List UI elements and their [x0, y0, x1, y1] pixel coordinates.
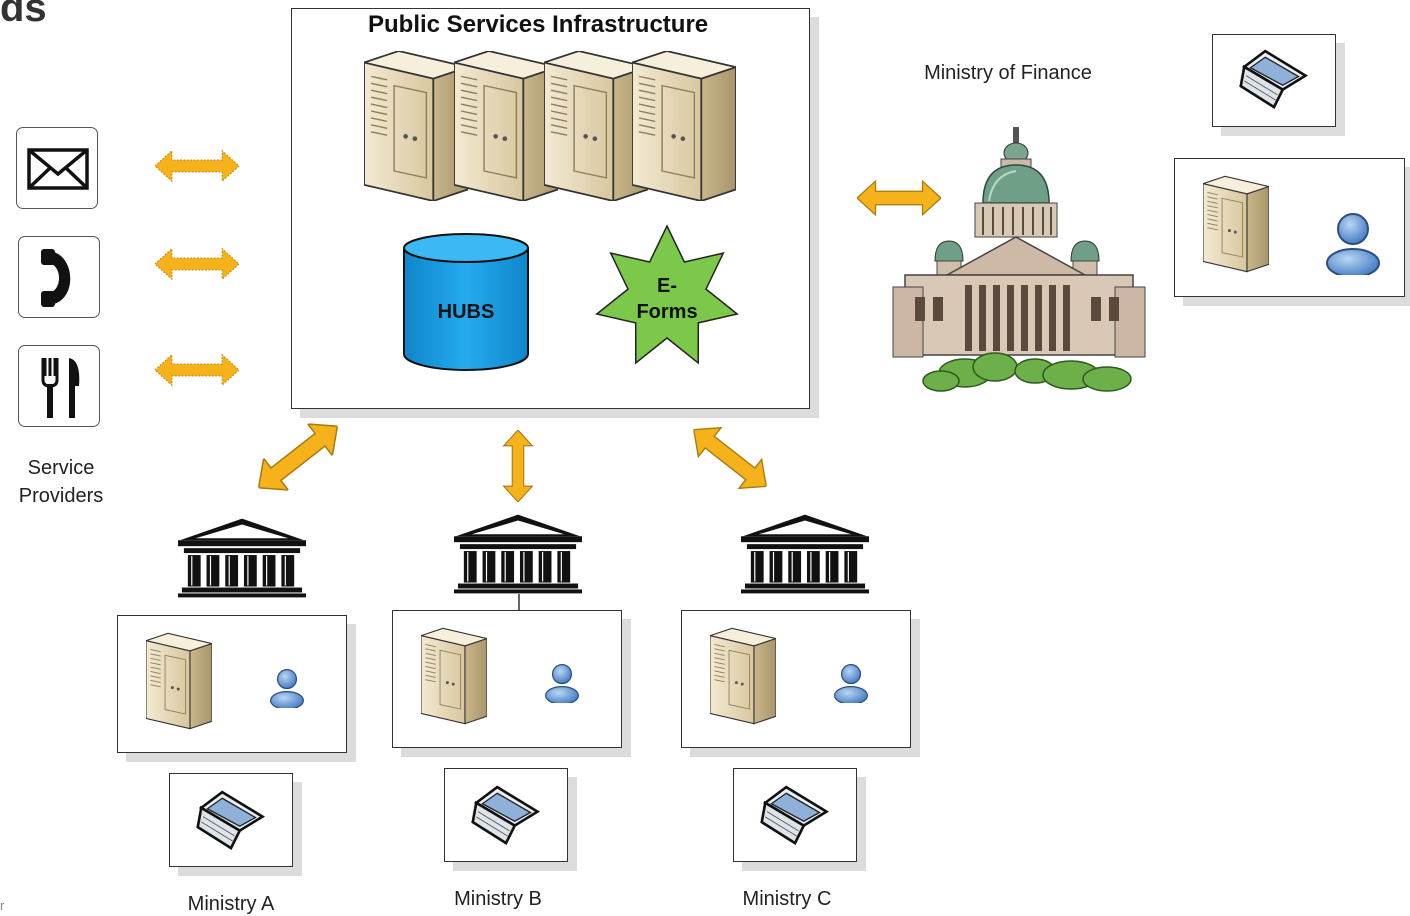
finance-laptop-box	[1212, 34, 1336, 127]
server-icon	[1203, 175, 1269, 273]
ministry-c-laptop-box	[733, 768, 857, 862]
footer-fragment: r	[0, 898, 5, 913]
ministry-c-label: Ministry C	[742, 888, 832, 910]
partial-heading: ds	[0, 0, 47, 30]
laptop-icon	[196, 790, 264, 850]
hubs-database-icon	[403, 233, 529, 371]
arrow-restaurant-infra	[155, 354, 239, 386]
user-icon	[834, 664, 868, 703]
service-provider-phone	[18, 236, 100, 318]
arrow-infra-ministry-b	[502, 430, 534, 502]
server-icon	[146, 632, 212, 730]
laptop-icon	[760, 785, 828, 845]
arrow-infra-ministry-a	[246, 410, 350, 504]
arrow-phone-infra	[155, 248, 239, 280]
ministry-b-connector-line	[518, 594, 520, 612]
server-rack-2	[454, 51, 558, 201]
ministry-a-building-icon	[178, 518, 306, 598]
ministry-b-laptop-box	[444, 768, 568, 862]
ministry-b-label: Ministry B	[454, 888, 542, 910]
arrow-infra-ministry-c	[681, 414, 779, 502]
arrow-mail-infra	[155, 150, 239, 182]
user-icon	[1326, 213, 1380, 275]
infrastructure-title: Public Services Infrastructure	[368, 11, 709, 38]
server-icon	[710, 627, 776, 725]
finance-server-box	[1174, 158, 1405, 297]
service-provider-mail	[16, 127, 98, 209]
ministry-c-building-icon	[741, 514, 869, 594]
ministry-a-label: Ministry A	[187, 893, 275, 915]
ministry-of-finance-label: Ministry of Finance	[924, 62, 1092, 84]
ministry-a-server-box	[117, 615, 347, 753]
server-rack-1	[364, 51, 468, 201]
laptop-icon	[471, 785, 539, 845]
ministry-b-server-box	[392, 610, 622, 748]
laptop-icon	[1239, 49, 1307, 109]
ministry-c-server-box	[681, 610, 911, 748]
public-services-infrastructure-box: Public Services Infrastructure HUBS E- F…	[291, 8, 810, 409]
restaurant-icon	[41, 358, 80, 418]
user-icon	[545, 664, 579, 703]
ministry-a-laptop-box	[169, 773, 293, 867]
server-icon	[421, 627, 487, 725]
service-provider-restaurant	[18, 345, 100, 427]
eforms-label: E- Forms	[636, 275, 698, 323]
server-rack-4	[632, 51, 736, 201]
phone-icon	[41, 249, 71, 307]
user-icon	[270, 669, 304, 708]
ministry-b-building-icon	[454, 514, 582, 594]
hubs-label: HUBS	[437, 301, 495, 323]
mail-icon	[27, 148, 89, 190]
eforms-star-icon	[595, 224, 739, 365]
capitol-building-icon	[892, 127, 1146, 392]
service-providers-label: Service Providers	[18, 457, 104, 507]
